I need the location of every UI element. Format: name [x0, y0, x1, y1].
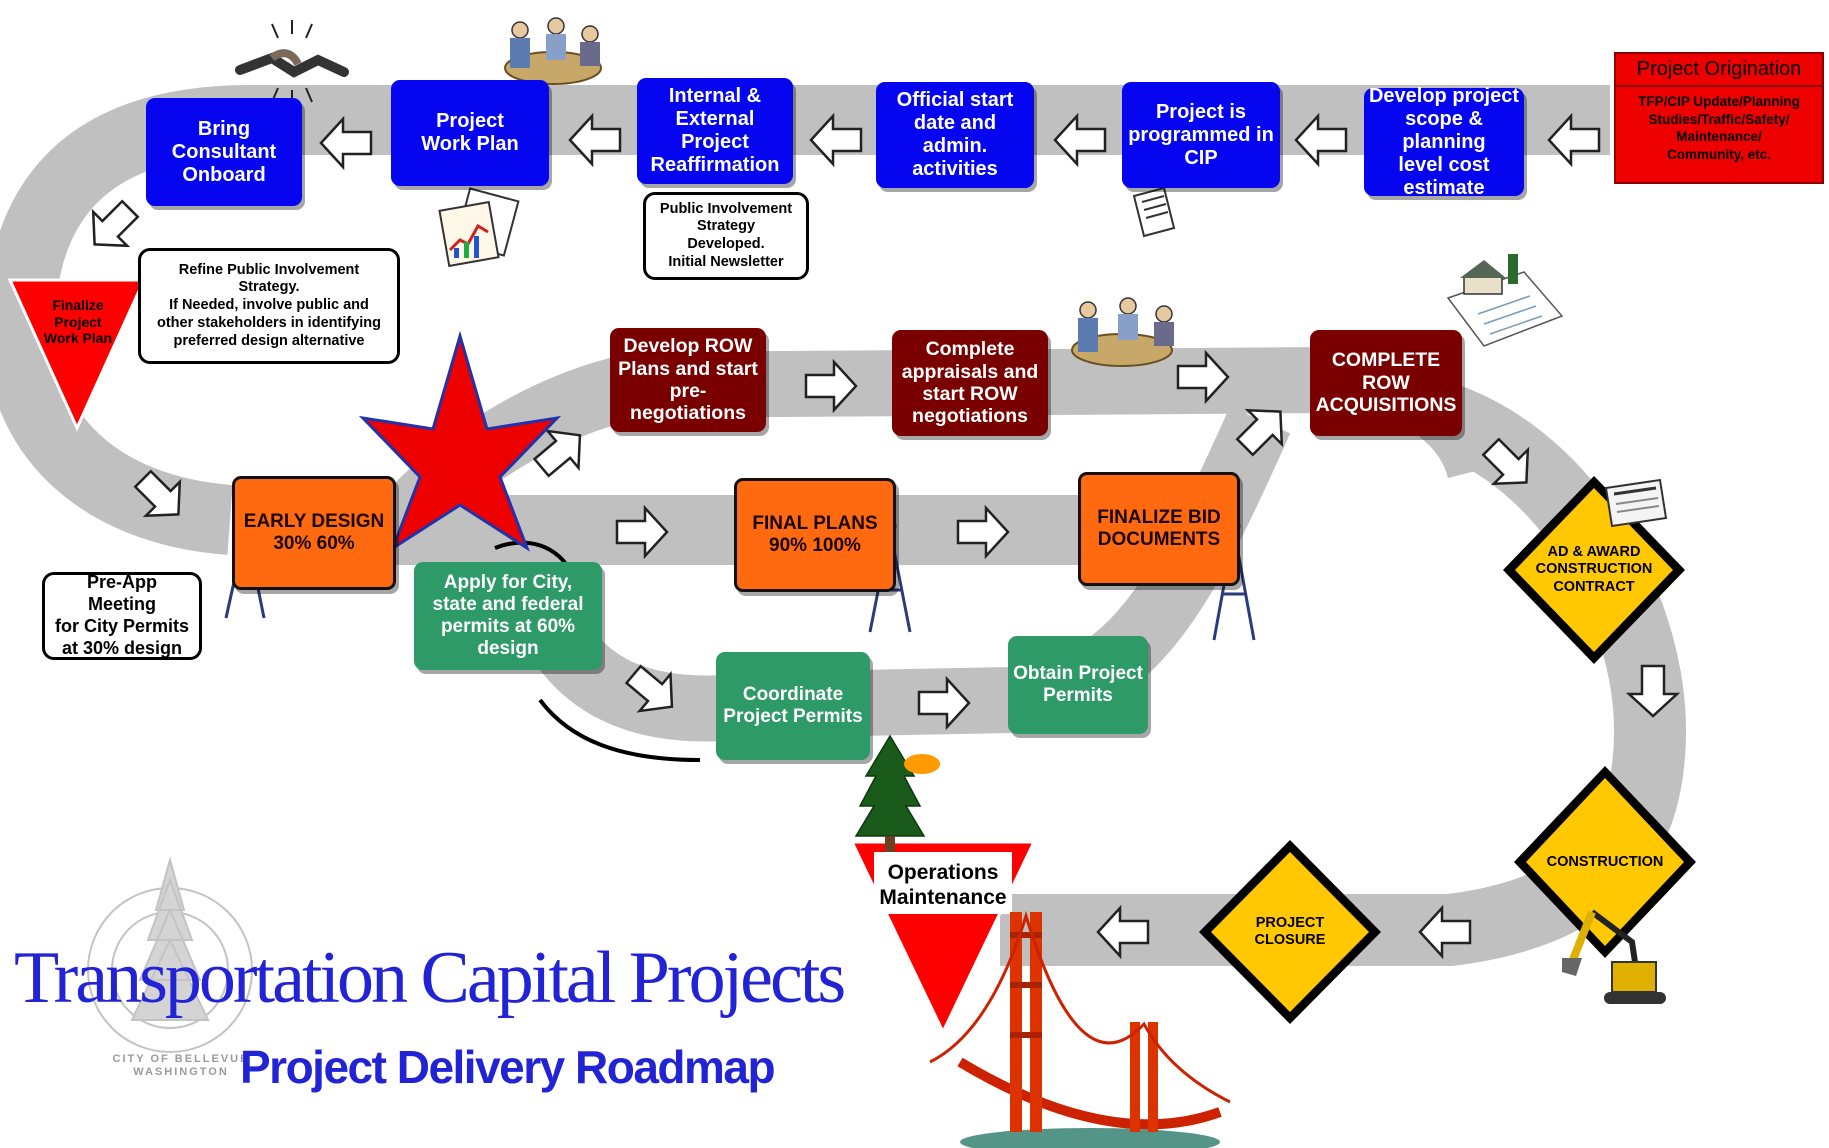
step-complete-appraisals: Complete appraisals and start ROW negoti… — [892, 330, 1048, 436]
excavator-icon — [1562, 909, 1666, 1004]
project-origination-detail: TFP/CIP Update/Planning Studies/Traffic/… — [1638, 94, 1800, 162]
note-pre-app-meeting: Pre-App Meeting for City Permits at 30% … — [42, 572, 202, 660]
meeting-icon-2 — [1071, 297, 1174, 367]
sign-ad-award-label: AD & AWARD CONSTRUCTION CONTRACT — [1535, 543, 1653, 595]
step-develop-row: Develop ROW Plans and start pre-negotiat… — [610, 328, 766, 432]
diamond-sign-construction — [1514, 766, 1696, 958]
house-plan-icon — [1446, 254, 1564, 347]
charts-icon — [438, 187, 520, 268]
step-coordinate-permits: Coordinate Project Permits — [716, 652, 870, 760]
step-reaffirmation: Internal & External Project Reaffirmatio… — [637, 78, 793, 184]
meeting-icon — [504, 17, 602, 85]
diagram-title: Transportation Capital Projects — [14, 937, 846, 1019]
city-seal-text: CITY OF BELLEVUE WASHINGTON — [112, 1052, 250, 1078]
document-icon — [1132, 186, 1176, 238]
sign-construction-label: CONSTRUCTION — [1546, 854, 1664, 871]
step-project-work-plan: Project Work Plan — [391, 80, 549, 186]
step-apply-permits: Apply for City, state and federal permit… — [414, 562, 602, 670]
newspaper-icon — [1604, 478, 1668, 528]
step-final-plans: FINAL PLANS 90% 100% — [734, 478, 896, 592]
step-programmed-in-cip: Project is programmed in CIP — [1122, 82, 1280, 188]
step-official-start: Official start date and admin. activitie… — [876, 82, 1034, 188]
city-seal-icon — [87, 856, 253, 1053]
step-finalize-bid: FINALIZE BID DOCUMENTS — [1078, 472, 1240, 586]
note-refine-public: Refine Public Involvement Strategy. If N… — [138, 248, 400, 364]
bridge-icon — [929, 910, 1231, 1148]
yield-sign-work-plan — [7, 278, 147, 432]
step-complete-row: COMPLETE ROW ACQUISITIONS — [1310, 330, 1462, 436]
project-origination-title: Project Origination — [1616, 54, 1822, 87]
project-origination-box: Project Origination TFP/CIP Update/Plann… — [1614, 52, 1824, 184]
yield-sign-work-plan-label: Finalize Project Work Plan — [43, 296, 113, 347]
yield-sign-operations-label: Operations Maintenance — [879, 860, 1007, 909]
step-bring-consultant: Bring Consultant Onboard — [146, 98, 302, 206]
step-obtain-permits: Obtain Project Permits — [1008, 636, 1148, 734]
diagram-subtitle: Project Delivery Roadmap — [240, 1041, 776, 1093]
diamond-sign-closure — [1199, 840, 1381, 1024]
sign-project-closure-label: PROJECT CLOSURE — [1254, 914, 1326, 948]
step-develop-scope: Develop project scope & planning level c… — [1364, 85, 1524, 199]
step-early-design: EARLY DESIGN 30% 60% — [232, 476, 396, 590]
tree-icon — [854, 734, 940, 852]
diamond-sign-award — [1503, 476, 1685, 664]
note-public-involvement: Public Involvement Strategy Developed. I… — [643, 192, 809, 280]
star-icon — [358, 330, 562, 552]
